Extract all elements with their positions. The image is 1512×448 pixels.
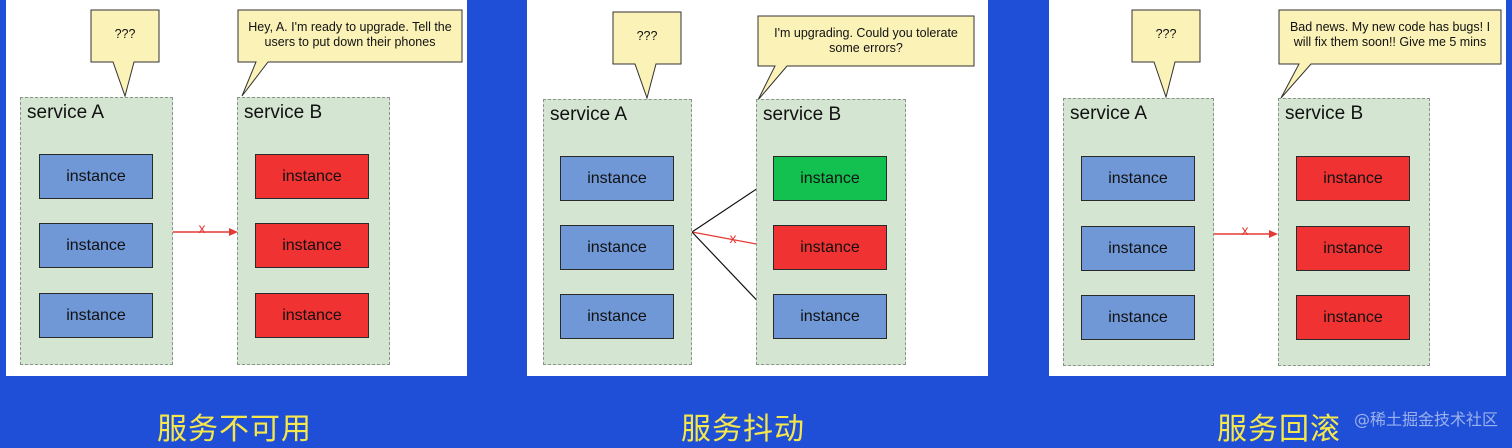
diagram-panel-unavailable: ??? Hey, A. I'm ready to upgrade. Tell t… bbox=[6, 0, 467, 376]
service-a-instance: instance bbox=[39, 293, 153, 338]
service-a-instance: instance bbox=[1081, 156, 1195, 201]
panel-2-graphics bbox=[612, 11, 975, 318]
service-a-instance: instance bbox=[1081, 295, 1195, 340]
service-b-instance: instance bbox=[773, 294, 887, 339]
caption-rollback: 服务回滚 bbox=[1217, 412, 1341, 447]
service-b-instance: instance bbox=[1296, 156, 1410, 201]
service-a-instance: instance bbox=[560, 294, 674, 339]
service-b-instance: instance bbox=[255, 223, 369, 268]
blocked-mark: x bbox=[729, 230, 737, 246]
service-b-label: service B bbox=[244, 102, 323, 123]
bubble-a-shape bbox=[1131, 9, 1201, 99]
service-b-label: service B bbox=[763, 104, 842, 125]
bubble-a-text: ??? bbox=[636, 29, 658, 43]
blocked-mark: x bbox=[198, 220, 206, 236]
panel-1-graphics bbox=[90, 9, 463, 236]
service-b-instance: instance bbox=[255, 293, 369, 338]
panel-3-graphics bbox=[1131, 9, 1502, 238]
bubble-b-shape bbox=[237, 9, 463, 97]
service-a-label: service A bbox=[27, 102, 105, 123]
blocked-mark: x bbox=[1241, 222, 1249, 238]
watermark: @稀土掘金技术社区 bbox=[1353, 410, 1498, 429]
bubble-a-shape bbox=[612, 11, 682, 100]
bubble-b-text: I'm upgrading. Could you tolerate some e… bbox=[774, 26, 958, 55]
service-a-label: service A bbox=[550, 104, 628, 125]
blocked-connection bbox=[173, 228, 238, 236]
diagram-panel-jitter: ??? I'm upgrading. Could you tolerate so… bbox=[527, 0, 988, 376]
service-b-instance: instance bbox=[1296, 226, 1410, 271]
service-a-instance: instance bbox=[39, 154, 153, 199]
diagram-panel-rollback: ??? Bad news. My new code has bugs! I wi… bbox=[1049, 0, 1506, 376]
bubble-a-shape bbox=[90, 9, 160, 98]
service-a-instance: instance bbox=[1081, 226, 1195, 271]
bubble-b-shape bbox=[1278, 9, 1502, 99]
bubble-a-text: ??? bbox=[1155, 27, 1177, 41]
service-a-instance: instance bbox=[39, 223, 153, 268]
bubble-b-text: Hey, A. I'm ready to upgrade. Tell the u… bbox=[248, 20, 452, 49]
service-b-instance: instance bbox=[773, 225, 887, 270]
service-a-instance: instance bbox=[560, 156, 674, 201]
bubble-b-shape bbox=[757, 15, 975, 101]
service-a-instance: instance bbox=[560, 225, 674, 270]
service-b-instance: instance bbox=[255, 154, 369, 199]
blocked-connection bbox=[1214, 230, 1278, 238]
service-b-instance: instance bbox=[773, 156, 887, 201]
service-a-label: service A bbox=[1070, 103, 1148, 124]
service-b-label: service B bbox=[1285, 103, 1364, 124]
bubble-a-text: ??? bbox=[114, 27, 136, 41]
service-b-instance: instance bbox=[1296, 295, 1410, 340]
caption-unavailable: 服务不可用 bbox=[157, 412, 312, 447]
bubble-b-text: Bad news. My new code has bugs! I will f… bbox=[1289, 20, 1491, 49]
caption-jitter: 服务抖动 bbox=[681, 412, 805, 447]
